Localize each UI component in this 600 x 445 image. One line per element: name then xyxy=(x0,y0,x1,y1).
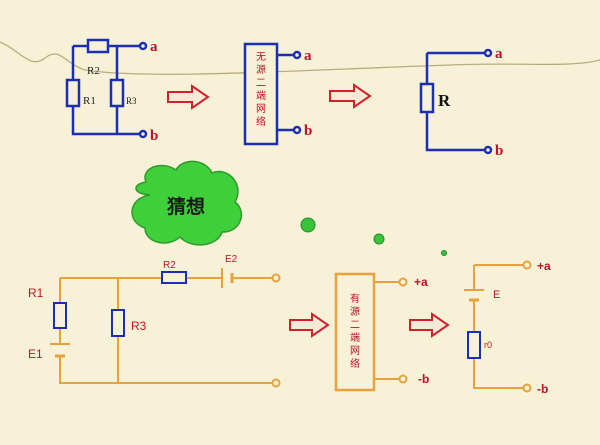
resistor-r1 xyxy=(53,302,67,329)
resistor-r0 xyxy=(467,331,481,359)
active-label-char: 网 xyxy=(350,345,360,357)
label-r1: R1 xyxy=(28,286,44,300)
cloud-text: 猜想 xyxy=(167,195,205,218)
terminal-b-label: b xyxy=(150,128,158,144)
passive-circuit xyxy=(65,38,148,139)
active-network-box xyxy=(334,272,376,392)
passive-label-char: 二 xyxy=(256,78,266,89)
wire xyxy=(59,356,272,384)
terminal-a-label: a xyxy=(304,48,312,64)
terminal-bottom xyxy=(271,378,281,388)
label-e1: E1 xyxy=(28,347,43,361)
active-network-text: 有 源 二 端 网 络 xyxy=(350,292,360,370)
resistor-r2 xyxy=(161,271,187,284)
terminal-a-label: a xyxy=(495,46,503,62)
bubble-large xyxy=(300,217,316,233)
arrow-1 xyxy=(167,84,210,110)
label-r2: R2 xyxy=(87,65,100,77)
terminal-a xyxy=(292,50,302,60)
active-label-char: 络 xyxy=(350,357,360,370)
arrow-4 xyxy=(409,312,450,338)
wire xyxy=(473,358,524,389)
terminal-b-label: b xyxy=(304,123,312,139)
active-label-char: 二 xyxy=(350,320,360,331)
label-r0: r0 xyxy=(484,340,492,350)
passive-label-char: 网 xyxy=(256,103,266,115)
terminal-plus-a-label: +a xyxy=(537,259,551,273)
terminal-a xyxy=(483,48,493,58)
terminal-b xyxy=(138,129,148,139)
resistor-r3 xyxy=(109,78,125,108)
label-r3: R3 xyxy=(126,96,137,106)
terminal-b-label: b xyxy=(495,143,503,159)
passive-network-box xyxy=(243,42,279,146)
terminal-minus-b xyxy=(522,383,532,393)
arrow-3 xyxy=(289,312,330,338)
active-label-char: 源 xyxy=(350,305,360,318)
terminal-plus-a xyxy=(522,260,532,270)
label-r3: R3 xyxy=(131,319,147,333)
terminal-minus-b-label: -b xyxy=(537,382,548,396)
resistor-r2 xyxy=(86,38,110,54)
resistor-r3 xyxy=(111,309,125,337)
terminal-top xyxy=(271,273,281,283)
label-r2: R2 xyxy=(163,260,176,271)
active-label-char: 有 xyxy=(350,292,360,305)
label-e2: E2 xyxy=(225,254,238,265)
bubble-small xyxy=(441,250,447,256)
terminal-b xyxy=(292,125,302,135)
passive-label-char: 源 xyxy=(256,63,266,76)
decorative-wave xyxy=(0,41,600,75)
thought-cloud xyxy=(131,160,243,246)
label-r: R xyxy=(438,91,451,110)
passive-label-char: 端 xyxy=(256,89,266,102)
terminal-plus-a xyxy=(398,277,408,287)
wire xyxy=(71,106,143,136)
resistor-r1 xyxy=(65,78,81,108)
terminal-b xyxy=(483,145,493,155)
passive-network-text: 无 源 二 端 网 络 xyxy=(256,52,266,128)
terminal-a xyxy=(138,41,148,51)
bubble-medium xyxy=(373,233,385,245)
passive-label-char: 无 xyxy=(256,52,266,63)
active-label-char: 端 xyxy=(350,331,360,344)
label-e: E xyxy=(493,289,500,301)
terminal-plus-a-label: +a xyxy=(414,275,428,289)
passive-label-char: 络 xyxy=(256,115,266,128)
arrow-2 xyxy=(329,83,372,109)
label-r1: R1 xyxy=(83,95,96,107)
terminal-minus-b-label: -b xyxy=(418,372,429,386)
terminal-minus-b xyxy=(398,374,408,384)
terminal-a-label: a xyxy=(150,39,158,55)
wire xyxy=(425,112,486,152)
resistor-r xyxy=(419,82,435,114)
